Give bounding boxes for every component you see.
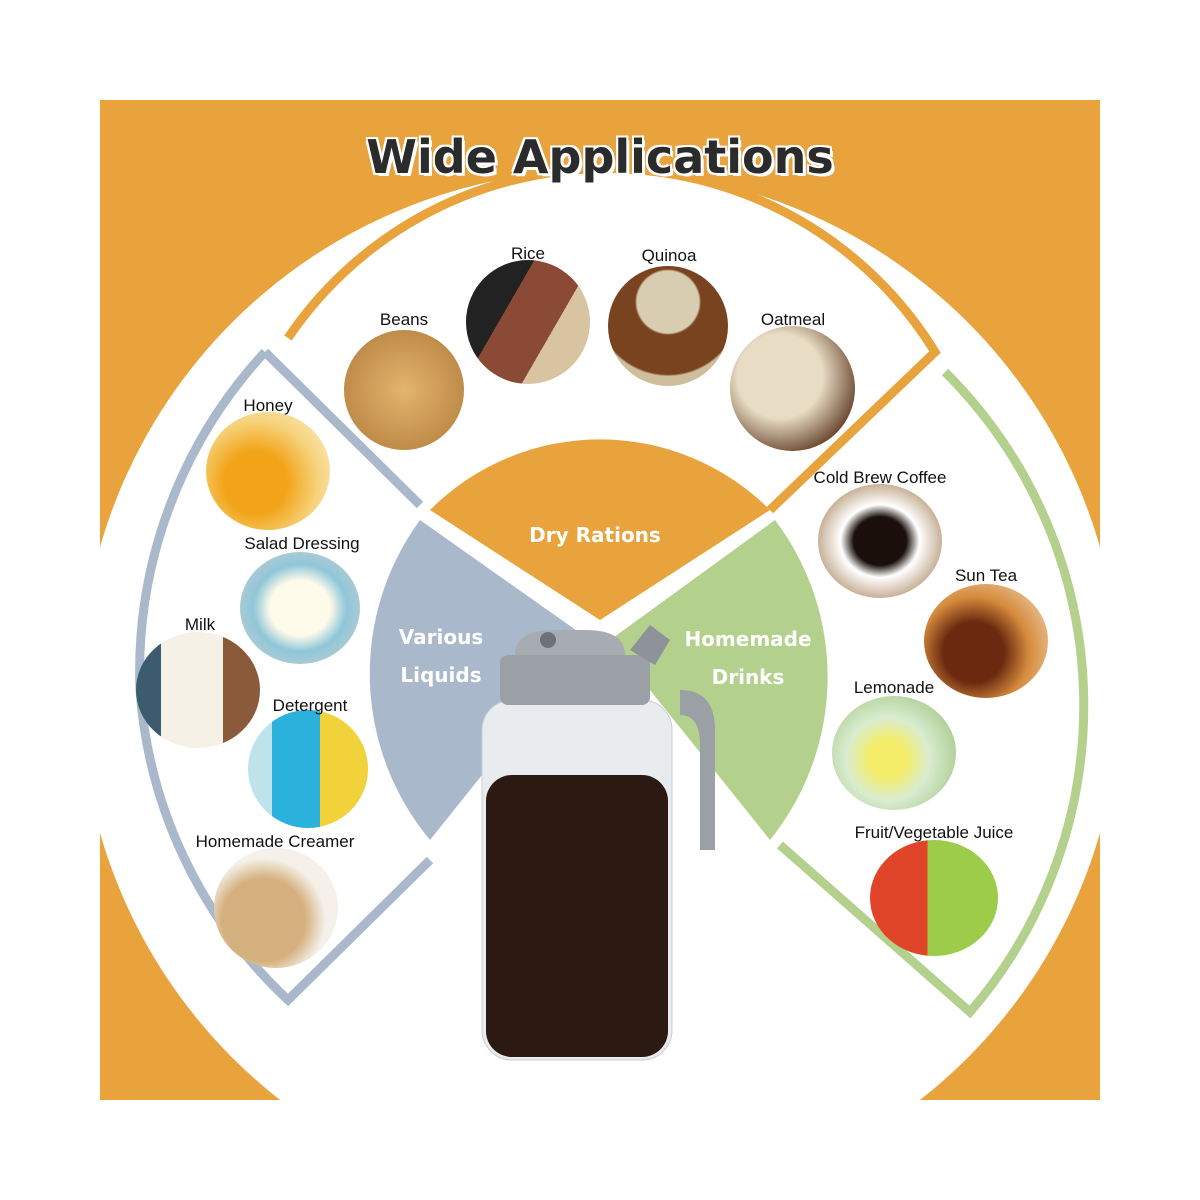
quinoa-image (608, 266, 728, 386)
item-label: Detergent (272, 696, 348, 715)
fruit-vegetable-juice-image (870, 840, 998, 956)
item-label: Cold Brew Coffee (813, 468, 947, 487)
dry-band (284, 164, 941, 514)
dry-rations-wedge (430, 439, 770, 620)
item-label: Milk (184, 615, 216, 634)
item-label: Sun Tea (954, 566, 1018, 585)
label-line: Various (398, 625, 484, 649)
item-label: Quinoa (641, 246, 697, 265)
milk-image (136, 632, 260, 748)
homemade-drinks-wedge (610, 520, 828, 840)
homemade-creamer-image (214, 848, 338, 968)
item-label: Rice (510, 244, 546, 263)
salad-dressing-image (240, 552, 360, 664)
detergent-image (248, 710, 368, 828)
jar-image (481, 625, 715, 1061)
item-label: Fruit/Vegetable Juice (854, 823, 1014, 842)
label-line: Drinks (711, 665, 785, 689)
various-liquids-wedge (369, 520, 590, 840)
item-label: Homemade Creamer (195, 832, 355, 851)
sun-tea-image (924, 584, 1048, 698)
item-label: Salad Dressing (244, 534, 360, 553)
label-line: Liquids (400, 663, 482, 687)
drinks-band (777, 368, 1089, 1019)
lemonade-image (832, 696, 956, 810)
rice-image (466, 260, 590, 384)
dry-rations-label: Dry Rations (529, 523, 661, 547)
beans-image (344, 330, 464, 450)
page-title: Wide Applications (366, 130, 834, 184)
item-label: Honey (243, 396, 293, 415)
honey-image (206, 412, 330, 530)
item-label: Oatmeal (760, 310, 826, 329)
item-label: Lemonade (853, 678, 935, 697)
cold-brew-coffee-image (818, 484, 942, 598)
oatmeal-image (730, 326, 855, 451)
label-line: Homemade (684, 627, 812, 651)
item-label: Beans (379, 310, 429, 329)
